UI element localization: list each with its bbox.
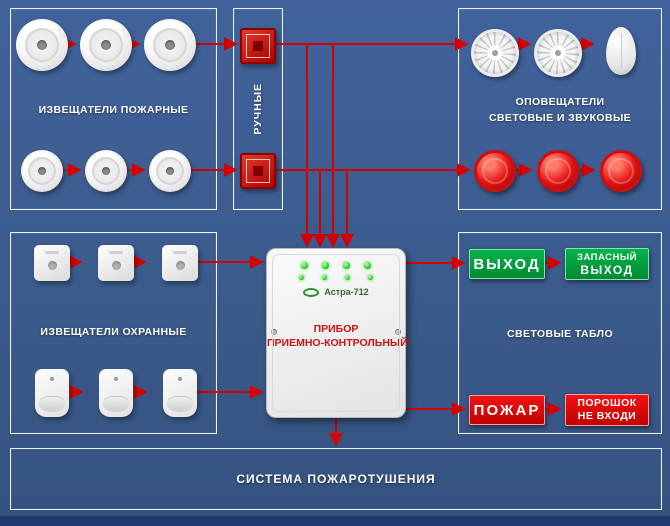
led-icon: [364, 262, 371, 269]
beacon-icon: [474, 150, 516, 192]
screw-icon: [271, 329, 277, 335]
led-indicators-row: [267, 275, 405, 280]
smoke-detector-icon: [21, 150, 63, 192]
led-icon: [299, 275, 304, 280]
emergency-exit-sign: ЗАПАСНЫЙ ВЫХОД: [565, 248, 649, 280]
manual-call-points-group: РУЧНЫЕ: [233, 8, 283, 210]
siren-icon: [471, 29, 519, 77]
beacon-icon: [537, 150, 579, 192]
control-panel: Астра-712 ПРИБОР ПРИЕМНО-КОНТРОЛЬНЫЙ: [266, 248, 408, 418]
led-icon: [322, 262, 329, 269]
powder-warning-sign: ПОРОШОК НЕ ВХОДИ: [565, 394, 649, 426]
manual-call-point-icon: [240, 28, 276, 64]
bottom-strip: [0, 516, 670, 526]
magnetic-contact-icon: [162, 245, 198, 281]
fire-suppression-group: СИСТЕМА ПОЖАРОТУШЕНИЯ: [10, 448, 662, 510]
led-indicators-row: [267, 262, 405, 269]
beacon-icon: [600, 150, 642, 192]
astra-logo-icon: [303, 287, 320, 297]
screw-icon: [395, 329, 401, 335]
magnetic-contact-icon: [34, 245, 70, 281]
led-icon: [345, 275, 350, 280]
manual-call-points-label: РУЧНЫЕ: [252, 83, 264, 135]
sounder-icon: [606, 27, 636, 75]
light-panels-group: ВЫХОД ЗАПАСНЫЙ ВЫХОД СВЕТОВЫЕ ТАБЛО ПОЖА…: [458, 232, 662, 434]
light-panels-label: СВЕТОВЫЕ ТАБЛО: [506, 328, 614, 340]
smoke-detector-icon: [149, 150, 191, 192]
smoke-detector-icon: [80, 19, 132, 71]
annunciators-group: ОПОВЕЩАТЕЛИ СВЕТОВЫЕ И ЗВУКОВЫЕ: [458, 8, 662, 210]
motion-detector-icon: [99, 369, 133, 417]
panel-brand: Астра-712: [267, 287, 405, 297]
led-icon: [343, 262, 350, 269]
security-detectors-label: ИЗВЕЩАТЕЛИ ОХРАННЫЕ: [40, 326, 187, 338]
smoke-detector-icon: [144, 19, 196, 71]
security-detectors-group: ИЗВЕЩАТЕЛИ ОХРАННЫЕ: [10, 232, 217, 434]
led-icon: [301, 262, 308, 269]
smoke-detector-icon: [16, 19, 68, 71]
manual-call-point-icon: [240, 153, 276, 189]
led-icon: [368, 275, 373, 280]
led-icon: [322, 275, 327, 280]
siren-icon: [534, 29, 582, 77]
magnetic-contact-icon: [98, 245, 134, 281]
panel-model-label: Астра-712: [324, 287, 369, 297]
smoke-detector-icon: [85, 150, 127, 192]
fire-detectors-label: ИЗВЕЩАТЕЛИ ПОЖАРНЫЕ: [38, 104, 189, 116]
fire-detectors-group: ИЗВЕЩАТЕЛИ ПОЖАРНЫЕ: [10, 8, 217, 210]
motion-detector-icon: [163, 369, 197, 417]
fire-suppression-label: СИСТЕМА ПОЖАРОТУШЕНИЯ: [236, 472, 436, 486]
motion-detector-icon: [35, 369, 69, 417]
panel-title: ПРИБОР ПРИЕМНО-КОНТРОЛЬНЫЙ: [267, 323, 408, 349]
exit-sign: ВЫХОД: [469, 249, 545, 279]
annunciators-label: ОПОВЕЩАТЕЛИ СВЕТОВЫЕ И ЗВУКОВЫЕ: [488, 96, 632, 124]
fire-sign: ПОЖАР: [469, 395, 545, 425]
